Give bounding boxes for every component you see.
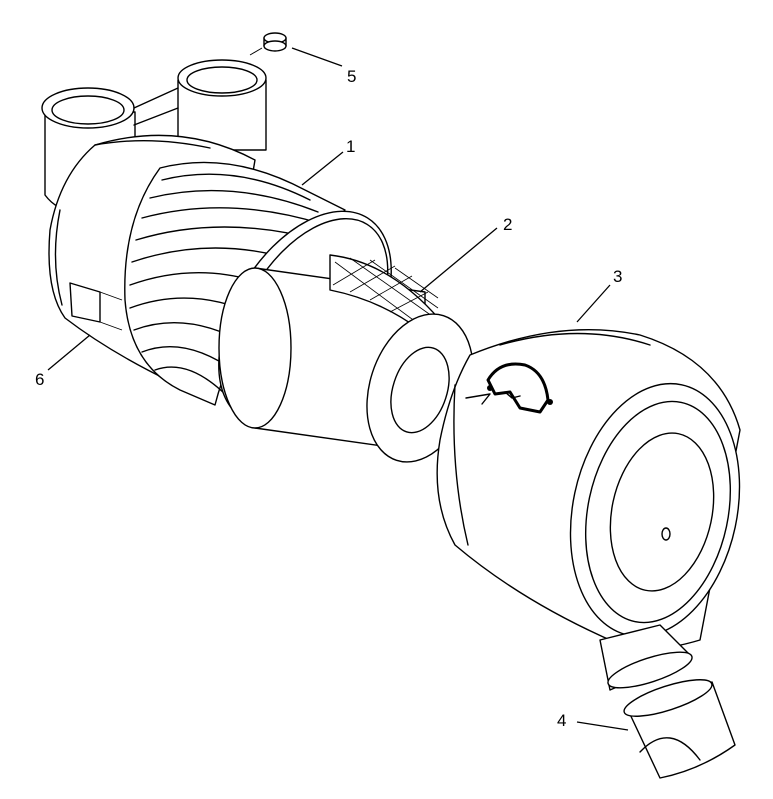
leader-lines [47,47,629,731]
dust-valve-part [599,624,736,779]
callout-3: 3 [613,267,622,286]
leader-line-3 [576,284,611,323]
leader-line-5 [291,47,343,67]
leader-line-4 [576,721,629,731]
callout-1: 1 [346,137,355,156]
callout-labels: 5 1 2 3 4 6 [35,67,622,730]
leader-line-1 [301,151,344,186]
leader-line-2 [419,227,498,293]
callout-6: 6 [35,370,44,389]
callout-5: 5 [347,67,356,86]
callout-4: 4 [557,711,566,730]
callout-2: 2 [503,215,512,234]
leader-line-6 [47,334,91,371]
plug-cap-part [249,32,287,56]
cover-canister-part [436,328,741,650]
clamp-latch [486,362,550,414]
